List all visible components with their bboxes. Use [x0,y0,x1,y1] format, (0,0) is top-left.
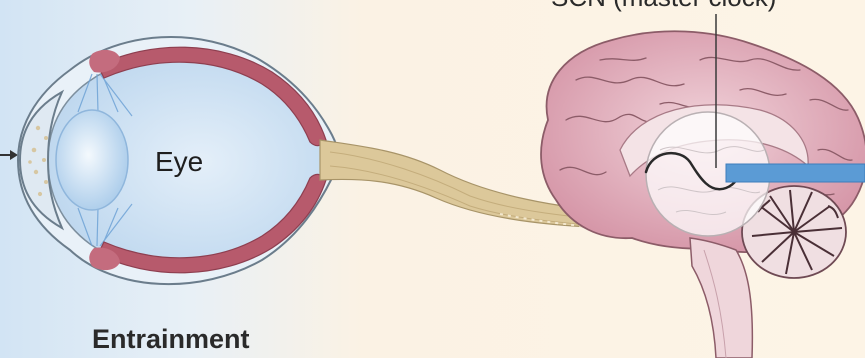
entrainment-label: Entrainment [92,324,250,355]
eye-label: Eye [155,146,203,178]
scn-label: SCN (master clock) [551,0,776,13]
eye-lens [56,110,128,210]
scn-pointer-bar [726,164,865,182]
